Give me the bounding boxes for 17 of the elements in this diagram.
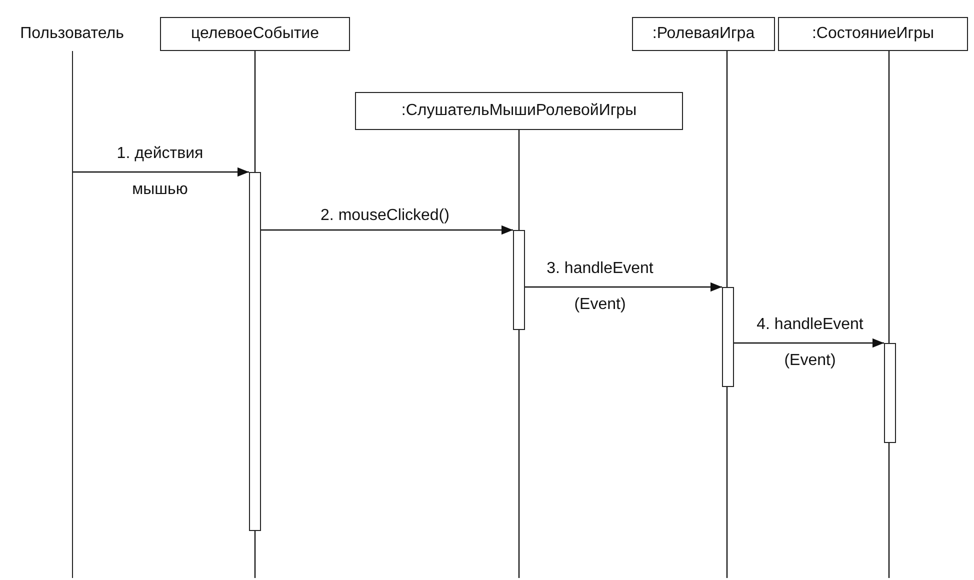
object-box: :РолеваяИгра: [632, 17, 775, 51]
object-box: :СостояниеИгры: [778, 17, 968, 51]
activation-bar: [722, 287, 734, 387]
object-box: целевоеСобытие: [160, 17, 350, 51]
message-arrow: [734, 338, 884, 348]
message-label: 1. действия мышью: [116, 144, 204, 200]
message-label: 4. handleEvent (Event): [756, 315, 864, 371]
message-label: 2. mouseClicked(): [320, 206, 450, 226]
message-label: 3. handleEvent (Event): [546, 259, 654, 315]
activation-bar: [249, 172, 261, 531]
object-box: :СлушательМышиРолевойИгры: [355, 92, 683, 130]
message-arrow: [72, 167, 249, 177]
message-arrow: [261, 225, 513, 235]
message-arrow: [525, 282, 722, 292]
activation-bar: [513, 230, 525, 330]
activation-bar: [884, 343, 896, 443]
actor-label: Пользователь: [19, 24, 125, 44]
